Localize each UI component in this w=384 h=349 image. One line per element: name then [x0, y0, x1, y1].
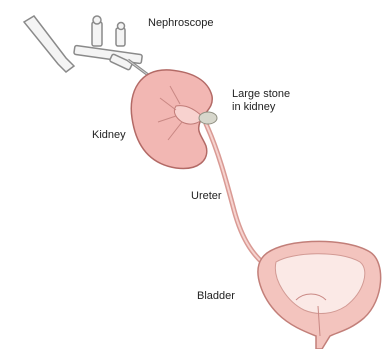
kidney-organ [131, 70, 217, 169]
nephroscope-handle [24, 16, 74, 72]
nephroscope-valve [93, 16, 101, 24]
large-stone-label-line2: in kidney [232, 101, 290, 114]
kidney-label: Kidney [92, 129, 126, 142]
nephroscope-port-top [116, 28, 125, 46]
ureter-label: Ureter [191, 190, 222, 203]
nephroscope-crossbar [74, 45, 143, 63]
large-stone-label: Large stone in kidney [232, 88, 290, 114]
nephroscope-valve-2 [118, 23, 125, 30]
kidney-stone [199, 112, 217, 124]
large-stone-label-line1: Large stone [232, 88, 290, 101]
nephroscope-label: Nephroscope [148, 17, 213, 30]
bladder-label: Bladder [197, 290, 235, 303]
nephroscope-eyepiece [92, 22, 102, 46]
bladder-organ [258, 241, 381, 349]
